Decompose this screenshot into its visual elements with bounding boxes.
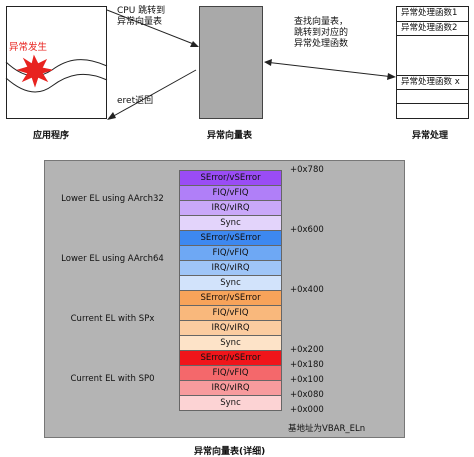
offset-label: +0x600 <box>290 225 324 235</box>
exception-occurred-label: 异常发生 <box>9 42 48 53</box>
vector-entry: IRQ/vIRQ <box>179 321 282 336</box>
vector-entry: SError/vSError <box>179 351 282 366</box>
cpu-jump-label-1: CPU 跳转到 <box>117 6 166 16</box>
offset-label: +0x100 <box>290 375 324 385</box>
offset-label: +0x180 <box>290 360 324 370</box>
vector-table-box <box>199 6 263 119</box>
handler-row <box>397 103 468 117</box>
vector-entry: IRQ/vIRQ <box>179 201 282 216</box>
vector-entry: Sync <box>179 276 282 291</box>
eret-label: eret返回 <box>117 96 154 106</box>
vector-entry: IRQ/vIRQ <box>179 261 282 276</box>
offset-label: +0x200 <box>290 345 324 355</box>
vector-entry: FIQ/vFIQ <box>179 306 282 321</box>
application-label: 应用程序 <box>33 131 70 141</box>
vector-entry: Sync <box>179 216 282 231</box>
handler-row <box>397 89 468 103</box>
handler-row: 异常处理函数2 <box>397 21 468 35</box>
group-label: Current EL with SPx <box>70 314 155 324</box>
vector-entry: SError/vSError <box>179 171 282 186</box>
vector-entry: FIQ/vFIQ <box>179 366 282 381</box>
handler-label: 异常处理 <box>412 131 449 141</box>
group-label: Lower EL using AArch64 <box>61 254 164 264</box>
vector-entry: FIQ/vFIQ <box>179 186 282 201</box>
group-label: Current EL with SP0 <box>70 374 155 384</box>
vector-entry: Sync <box>179 396 282 411</box>
vector-entry: SError/vSError <box>179 291 282 306</box>
offset-label: +0x780 <box>290 165 324 175</box>
group-label: Lower EL using AArch32 <box>61 194 164 204</box>
lookup-label-2: 跳转到对应的 <box>294 28 349 38</box>
vector-entry: SError/vSError <box>179 231 282 246</box>
lookup-label-3: 异常处理函数 <box>294 39 349 49</box>
vector-entry: FIQ/vFIQ <box>179 246 282 261</box>
base-address-label: 基地址为VBAR_ELn <box>288 424 366 434</box>
cpu-jump-label-2: 异常向量表 <box>117 17 163 27</box>
offset-label: +0x000 <box>290 405 324 415</box>
vector-entry: Sync <box>179 336 282 351</box>
lookup-label-1: 查找向量表， <box>294 17 349 27</box>
handler-row: 异常处理函数1 <box>401 8 458 18</box>
application-box <box>6 6 107 119</box>
detail-title: 异常向量表(详细) <box>194 447 266 457</box>
handler-row <box>397 35 468 75</box>
offset-label: +0x080 <box>290 390 324 400</box>
handler-table: 异常处理函数1 异常处理函数2 异常处理函数 x <box>396 6 469 119</box>
handler-row: 异常处理函数 x <box>397 75 468 89</box>
offset-label: +0x400 <box>290 285 324 295</box>
vector-table-label: 异常向量表 <box>207 131 253 141</box>
vector-entry: IRQ/vIRQ <box>179 381 282 396</box>
